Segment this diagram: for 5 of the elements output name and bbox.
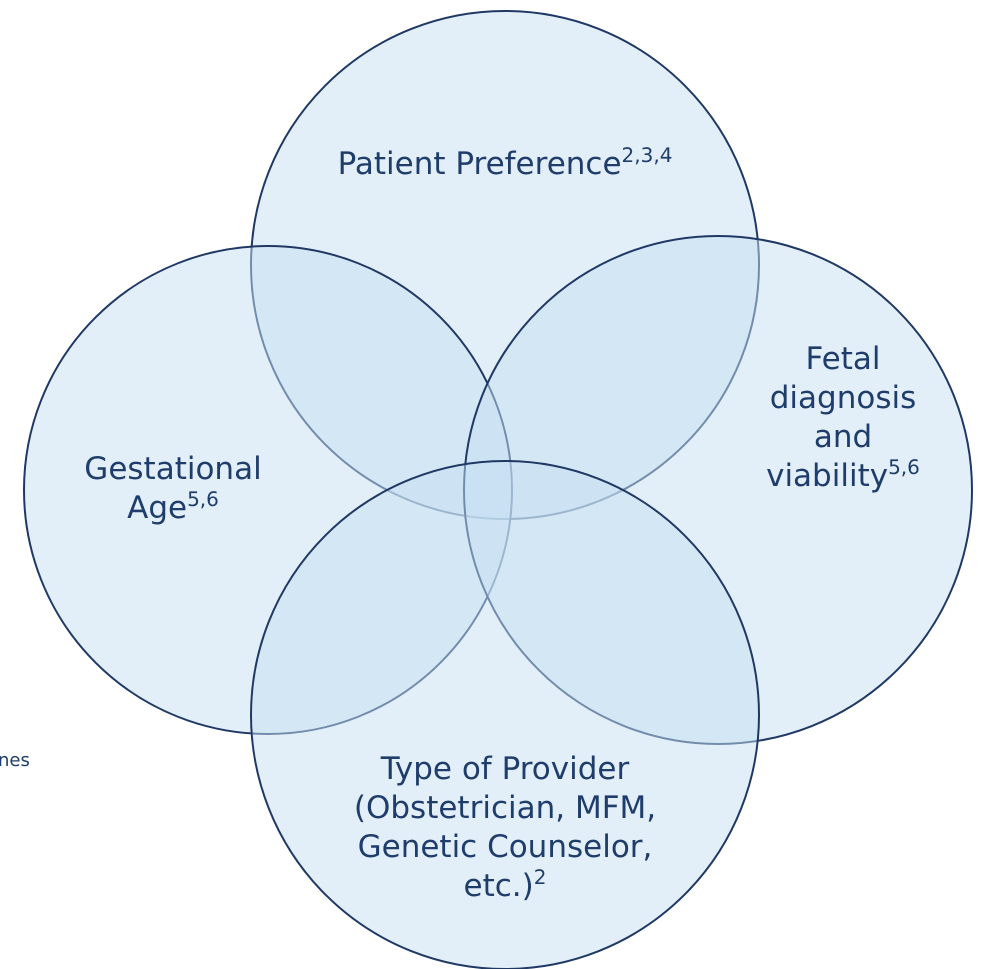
circle-label: Gestational Age$^{5,6}$ [83, 450, 263, 528]
circle-label: Type of Provider (Obstetrician, MFM, Genetic Counselor, etc.)$^{2}$ [352, 750, 658, 906]
cut-off-text: nes [0, 750, 30, 771]
circle-label: Patient Preference$^{2,3,4}$ [336, 145, 674, 184]
circle-label: Fetal diagnosis and viability$^{5,6}$ [765, 340, 921, 496]
